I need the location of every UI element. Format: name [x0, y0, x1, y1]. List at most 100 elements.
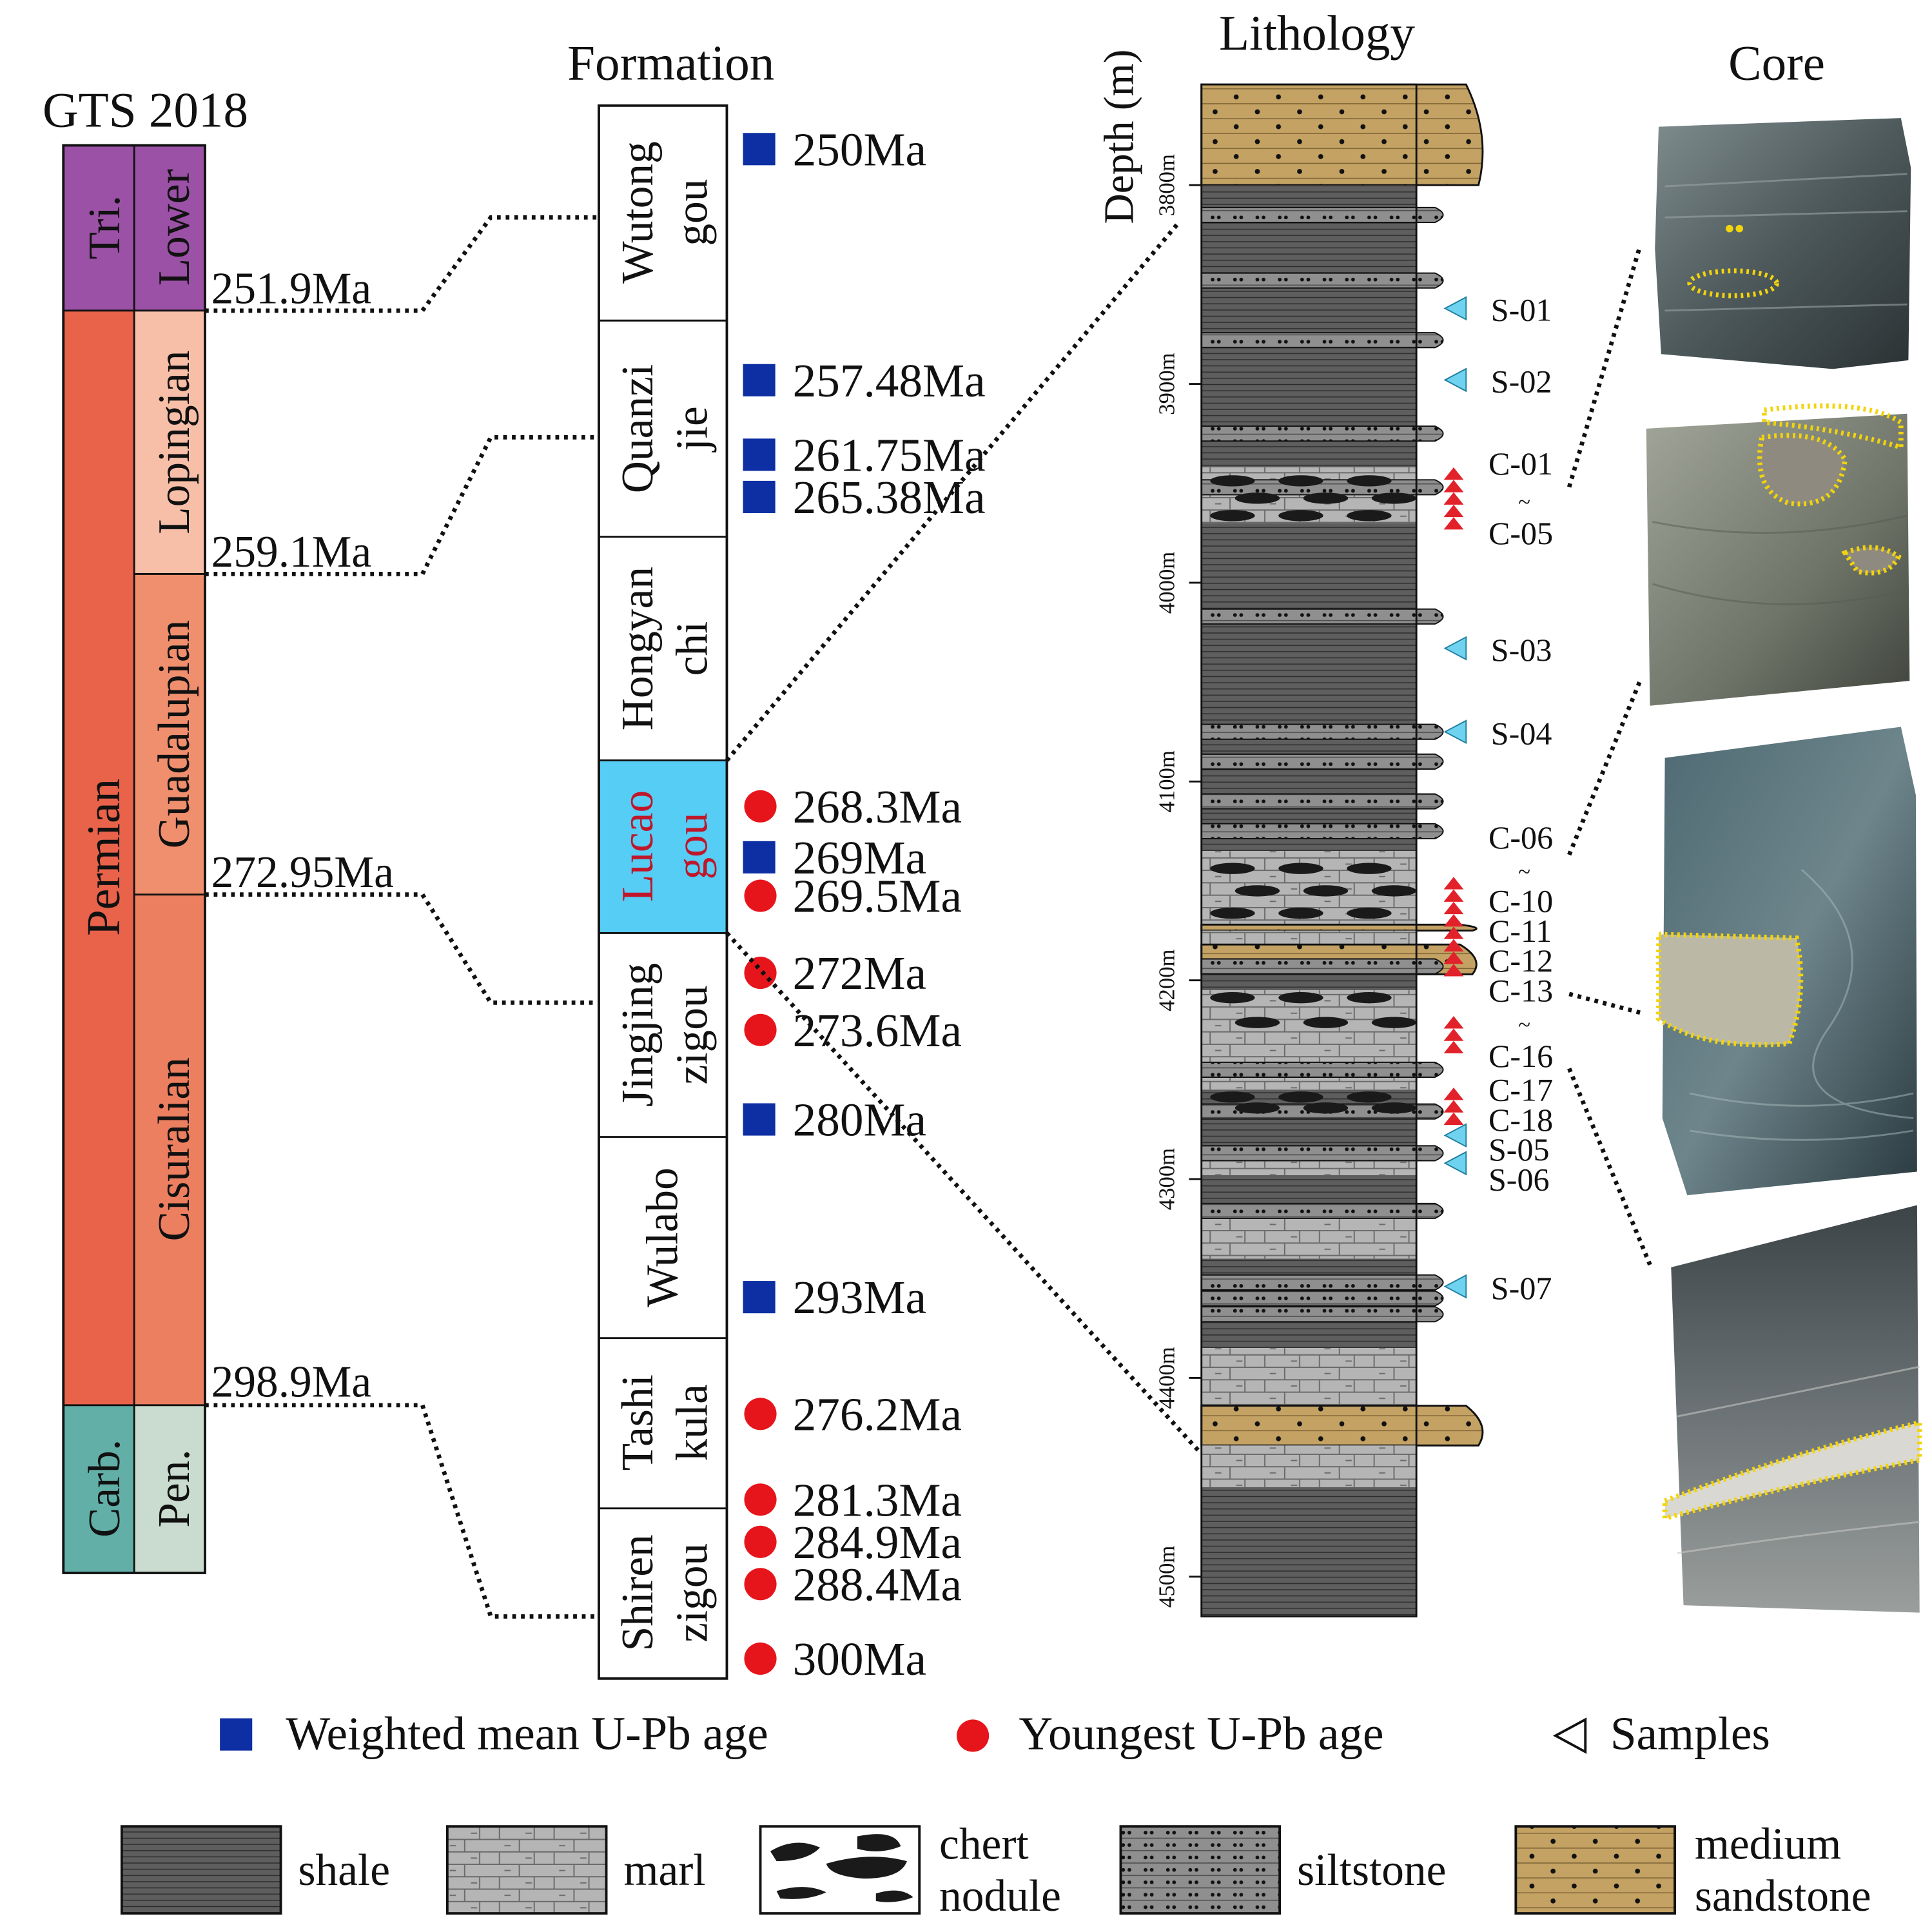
- core-sample-marker: [1443, 926, 1464, 939]
- chert-nodule: [1371, 1102, 1417, 1114]
- core-sample-marker: [1443, 1028, 1464, 1041]
- legend-sandstone: medium sandstone: [1514, 1819, 1871, 1921]
- chert-nodule: [1210, 1091, 1255, 1103]
- bed-siltstone: [1200, 1145, 1444, 1162]
- core-sample-marker: [1443, 1016, 1464, 1029]
- bed-shale: [1201, 1487, 1417, 1617]
- age-label: 300Ma: [793, 1633, 926, 1685]
- chert-nodule: [1371, 493, 1417, 504]
- depth-tick-label: 3800m: [1154, 154, 1179, 216]
- epoch-label-lopingian: Lopingian: [150, 351, 199, 534]
- age-label: 288.4Ma: [793, 1558, 962, 1610]
- boundary-age-1: 251.9Ma: [211, 264, 372, 313]
- legend-marl-label: marl: [624, 1846, 706, 1895]
- core-sample-label: C-05: [1488, 515, 1553, 551]
- legend-youngest-marker: [957, 1719, 990, 1752]
- core-sample-marker: [1443, 889, 1464, 902]
- legend-marl: marl: [445, 1825, 706, 1915]
- epoch-label-guadalupian: Guadalupian: [150, 620, 199, 848]
- depth-tick-label: 4400m: [1154, 1347, 1179, 1409]
- boundary-age-4: 298.9Ma: [211, 1357, 372, 1407]
- age-label: 265.38Ma: [793, 471, 986, 523]
- core-sample-marker: [1443, 504, 1464, 518]
- lithology-column: Lithology Depth (m) 3800m3900m4000m4100m…: [1097, 5, 1553, 1617]
- age-label: 280Ma: [793, 1094, 926, 1146]
- chert-nodule: [1210, 510, 1255, 522]
- period-label-permian: Permian: [77, 779, 130, 936]
- youngest-age-marker: [744, 957, 777, 990]
- core-connectors: [1566, 245, 1652, 1266]
- sample-marker: [1443, 1274, 1467, 1299]
- lithology-beds: [1200, 83, 1484, 1617]
- chert-nodule: [1234, 1102, 1280, 1114]
- youngest-age-marker: [744, 1642, 777, 1675]
- chert-nodule: [1347, 991, 1392, 1004]
- boundary-age-3: 272.95Ma: [211, 848, 394, 897]
- sample-label: S-04: [1491, 715, 1552, 751]
- core-sample-marker: [1443, 939, 1464, 951]
- sample-marker: [1443, 719, 1467, 745]
- bed-siltstone: [1200, 1274, 1444, 1291]
- core-photo-2: [1646, 403, 1910, 706]
- sample-marker: [1443, 1151, 1467, 1176]
- core-sample-marker: [1443, 1040, 1464, 1053]
- legend-youngest-label: Youngest U-Pb age: [1019, 1708, 1383, 1760]
- legend-chert: chert nodule: [759, 1819, 1061, 1921]
- sample-label: S-01: [1491, 292, 1552, 328]
- chert-nodule: [1278, 1091, 1323, 1103]
- formation-title: Formation: [567, 35, 774, 90]
- core-sample-label: C-13: [1488, 972, 1553, 1008]
- sample-marker: [1443, 367, 1467, 393]
- core-sample-marker: [1443, 901, 1464, 915]
- youngest-age-marker: [744, 879, 777, 912]
- weighted-mean-age-marker: [743, 438, 776, 471]
- chert-nodule: [1278, 991, 1323, 1004]
- depth-tick-label: 4100m: [1154, 750, 1179, 812]
- core-sample-marker: [1443, 467, 1464, 480]
- chert-nodule: [1234, 1017, 1280, 1028]
- period-box-triassic: [63, 145, 135, 311]
- youngest-age-marker: [744, 1483, 777, 1516]
- bed-siltstone: [1200, 1061, 1444, 1078]
- depth-tick-label: 4300m: [1154, 1148, 1179, 1210]
- core-photo-3: [1656, 727, 1917, 1196]
- youngest-age-marker: [744, 1398, 777, 1430]
- chert-nodule: [1278, 510, 1323, 522]
- epoch-box-lower: [134, 145, 206, 311]
- age-label: 269Ma: [793, 832, 926, 884]
- legend-sandstone-label: medium sandstone: [1695, 1819, 1871, 1921]
- core-sample-marker: [1443, 480, 1464, 493]
- bed-siltstone: [1200, 723, 1444, 740]
- sample-marker: [1443, 1123, 1467, 1148]
- chert-nodule: [1347, 475, 1392, 487]
- bed-siltstone: [1200, 206, 1444, 223]
- period-label-carboniferous: Carb.: [80, 1439, 130, 1537]
- core-sample-label: S-05: [1488, 1131, 1550, 1167]
- depth-tick-label: 4000m: [1154, 552, 1179, 614]
- chert-nodule: [1303, 1102, 1349, 1114]
- chert-nodule: [1371, 1017, 1417, 1028]
- formation-unit-wulabo: Wulabo: [638, 1167, 687, 1307]
- age-label: 281.3Ma: [793, 1474, 962, 1526]
- legend: Weighted mean U-Pb age Youngest U-Pb age…: [120, 1708, 1871, 1921]
- core-sample-marker: [1443, 1100, 1464, 1113]
- period-label-triassic: Tri.: [80, 195, 130, 260]
- chert-nodule: [1347, 907, 1392, 919]
- chert-nodule: [1347, 510, 1392, 522]
- epoch-label-pennsylvanian: Pen.: [150, 1449, 199, 1527]
- bed-siltstone: [1200, 1290, 1444, 1307]
- age-label: 273.6Ma: [793, 1004, 962, 1057]
- legend-sample-marker: [1552, 1717, 1587, 1754]
- bed-siltstone: [1200, 1306, 1444, 1323]
- bed-siltstone: [1200, 958, 1444, 975]
- legend-shale: shale: [120, 1825, 390, 1915]
- gts-title: GTS 2018: [43, 83, 248, 138]
- depth-tick-label: 4500m: [1154, 1546, 1179, 1608]
- core-sample-marker: [1443, 492, 1464, 505]
- correlation-lines: [205, 215, 599, 1619]
- depth-axis-label: Depth (m): [1097, 49, 1143, 224]
